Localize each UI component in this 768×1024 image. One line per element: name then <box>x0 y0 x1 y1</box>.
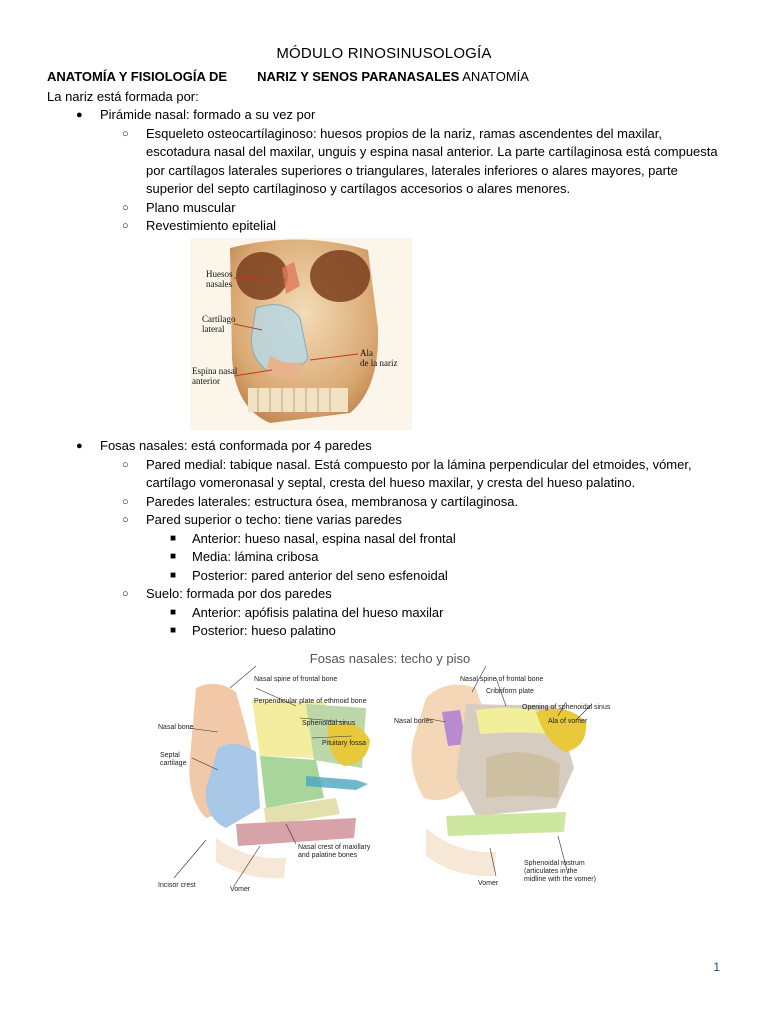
sub-item: ○ Paredes laterales: estructura ósea, mem… <box>100 493 728 512</box>
label-pituitary-fossa: Pituitary fossa <box>322 740 366 747</box>
sub-sub-list: ■ Anterior: apófisis palatina del hueso m… <box>146 604 728 641</box>
sub-sub-list: ■ Anterior: hueso nasal, espina nasal del… <box>146 530 728 586</box>
skull-illustration <box>190 238 412 430</box>
sub-item-text: Paredes laterales: estructura ósea, memb… <box>146 493 519 509</box>
sub-sub-item-text: Media: lámina cribosa <box>192 549 319 564</box>
label-cartilago-lateral: Cartílago lateral <box>202 314 236 334</box>
sub-item: ○ Suelo: formada por dos paredes ■ Anterio… <box>100 585 728 641</box>
sub-item: ○ Plano muscular <box>100 199 728 218</box>
square-marker: ■ <box>170 532 177 544</box>
sub-sub-item: ■ Posterior: pared anterior del seno esfe… <box>146 567 728 586</box>
page-number: 1 <box>713 960 720 974</box>
sub-item-text: Suelo: formada por dos paredes <box>146 586 332 601</box>
document-title: MÓDULO RINOSINUSOLOGÍA <box>276 45 492 62</box>
label-sphenoidal-sinus: Sphenoidal sinus <box>302 720 356 727</box>
sub-sub-item-text: Anterior: hueso nasal, espina nasal del … <box>192 530 456 546</box>
label-incisor-crest: Incisor crest <box>158 882 196 889</box>
nasal-cavity-figure: Fosas nasales: techo y piso <box>156 648 624 910</box>
bullet-list-piramide: ● Pirámide nasal: formado a su vez por ○… <box>0 106 768 236</box>
label-cribriform-plate: Cribriform plate <box>486 688 534 695</box>
label-perpendicular-plate: Perpendicular plate of ethmoid bone <box>254 698 367 705</box>
sub-item: ○ Pared medial: tabique nasal. Está compu… <box>100 456 728 493</box>
bullet-text: Fosas nasales: está conformada por 4 par… <box>100 438 372 453</box>
square-marker: ■ <box>170 551 177 562</box>
sub-sub-item-text: Posterior: pared anterior del seno esfen… <box>192 567 448 583</box>
label-sphenoidal-rostrum: Sphenoidal rostrum (articulates in the m… <box>524 860 596 883</box>
label-nasal-crest: Nasal crest of maxillary and palatine bo… <box>298 844 371 859</box>
bullet-item: ● Fosas nasales: está conformada por 4 p… <box>0 437 768 641</box>
lateral-wall-panel <box>411 665 593 877</box>
sub-item: ○ Esqueleto osteocartílaginoso: huesos pr… <box>100 125 728 199</box>
sub-sub-item: ■ Anterior: hueso nasal, espina nasal del… <box>146 530 728 549</box>
sub-sub-item-text: Posterior: hueso palatino <box>192 623 336 638</box>
circle-marker: ○ <box>122 588 129 600</box>
sub-sub-item: ■ Posterior: hueso palatino <box>146 622 728 641</box>
label-nasal-spine-right: Nasal spine of frontal bone <box>460 676 544 683</box>
label-espina-nasal: Espina nasal anterior <box>192 366 238 386</box>
sub-item: ○ Revestimiento epitelial <box>100 217 728 236</box>
sub-item-text: Revestimiento epitelial <box>146 218 277 233</box>
subtitle-part-c: ANATOMÍA <box>459 69 529 84</box>
label-ala-vomer: Ala of vomer <box>548 718 588 725</box>
label-nasal-bone: Nasal bone <box>158 724 194 731</box>
sub-item-text: Esqueleto osteocartílaginoso: huesos pro… <box>146 125 718 197</box>
bullet-list-fosas: ● Fosas nasales: está conformada por 4 p… <box>0 437 768 641</box>
square-marker: ■ <box>170 606 177 618</box>
square-marker: ■ <box>170 569 177 581</box>
bullet-text: Pirámide nasal: formado a su vez por <box>100 107 316 122</box>
sub-sub-item: ■ Anterior: apófisis palatina del hueso m… <box>146 604 728 623</box>
nasal-pyramid-figure: Huesos nasales Cartílago lateral Espina … <box>190 238 412 430</box>
label-nasal-bones: Nasal bones <box>394 718 433 725</box>
label-huesos-nasales: Huesos nasales <box>206 269 233 289</box>
medial-wall-panel <box>173 665 370 887</box>
subtitle-part-a: ANATOMÍA Y FISIOLOGÍA DE <box>47 69 228 84</box>
circle-marker: ○ <box>122 495 129 508</box>
document-subtitle: ANATOMÍA Y FISIOLOGÍA DE NARIZ Y SENOS PA… <box>47 68 529 87</box>
circle-marker: ○ <box>122 458 129 471</box>
bullet-marker: ● <box>76 109 83 121</box>
circle-marker: ○ <box>122 220 129 232</box>
intro-text: La nariz está formada por: <box>47 89 199 104</box>
bullet-marker: ● <box>76 440 83 452</box>
label-opening-sphenoidal: Opening of sphenoidal sinus <box>522 704 611 711</box>
label-vomer-right: Vomer <box>478 880 499 887</box>
square-marker: ■ <box>170 625 177 636</box>
sub-item: ○ Pared superior o techo: tiene varias pa… <box>100 511 728 585</box>
subtitle-part-b: NARIZ Y SENOS PARANASALES <box>257 69 460 84</box>
sub-list: ○ Pared medial: tabique nasal. Está compu… <box>100 456 728 641</box>
sub-item-text: Pared medial: tabique nasal. Está compue… <box>146 456 692 491</box>
sub-item-text: Pared superior o techo: tiene varias par… <box>146 512 402 527</box>
bullet-item: ● Pirámide nasal: formado a su vez por ○… <box>0 106 768 236</box>
circle-marker: ○ <box>122 201 129 214</box>
circle-marker: ○ <box>122 514 129 526</box>
label-ala-nariz: Ala de la nariz <box>360 348 398 368</box>
sub-list: ○ Esqueleto osteocartílaginoso: huesos pr… <box>100 125 728 236</box>
label-nasal-spine-left: Nasal spine of frontal bone <box>254 676 338 683</box>
label-septal-cartilage: Septal cartilage <box>160 752 187 767</box>
figure-caption: Fosas nasales: techo y piso <box>309 651 471 666</box>
sub-item-text: Plano muscular <box>146 199 236 215</box>
nasal-cavity-illustration <box>173 665 593 887</box>
circle-marker: ○ <box>122 127 129 140</box>
label-vomer-left: Vomer <box>230 886 251 893</box>
sub-sub-item-text: Anterior: apófisis palatina del hueso ma… <box>192 604 444 620</box>
sub-sub-item: ■ Media: lámina cribosa <box>146 548 728 567</box>
